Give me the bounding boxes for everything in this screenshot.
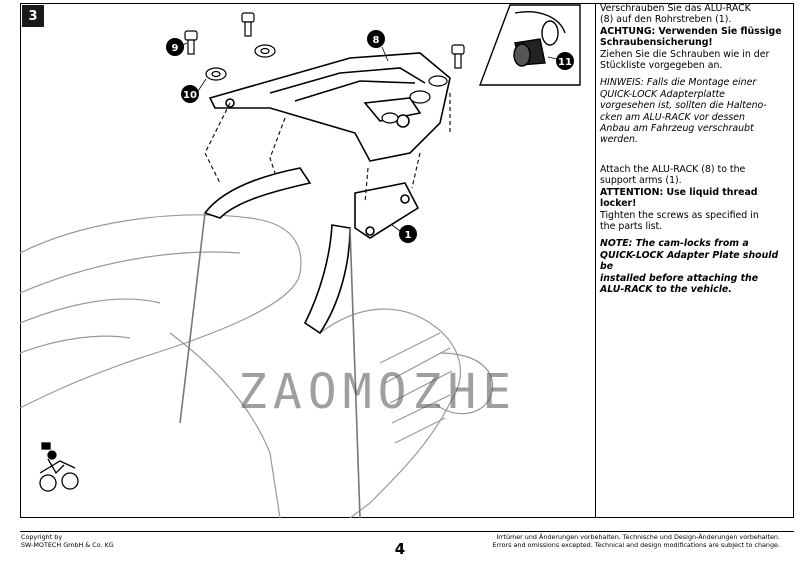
- rider-icon: [39, 442, 79, 492]
- de-hint-5: Anbau am Fahrzeug verschraubt: [600, 123, 754, 135]
- de-hint-6: werden.: [600, 134, 638, 146]
- en-line-2: support arms (1).: [600, 175, 682, 187]
- de-line-3: Ziehen Sie die Schrauben wie in der: [600, 48, 770, 60]
- de-line-2: (8) auf den Rohrstreben (1).: [600, 14, 732, 26]
- de-line-1: Verschrauben Sie das ALU-RACK: [600, 3, 751, 14]
- de-line-4: Stückliste vorgegeben an.: [600, 60, 723, 72]
- support-arm-right: [303, 224, 351, 335]
- en-note-2: QUICK-LOCK Adapter Plate should be: [600, 249, 779, 273]
- side-panel-outline: [169, 332, 281, 518]
- disclaimer-line-1: Irrtümer und Änderungen vorbehalten. Tec…: [496, 533, 780, 541]
- en-note-4: ALU-RACK to the vehicle.: [600, 283, 732, 295]
- page-number-background: [383, 539, 417, 557]
- footer-rule: [20, 531, 794, 532]
- support-arm-left: [203, 167, 312, 219]
- de-hint-3: vorgesehen ist, sollten die Halteno-: [600, 100, 767, 112]
- callout-10: 10: [183, 90, 197, 101]
- copyright-line-2: SW-MOTECH GmbH & Co. KG: [21, 541, 114, 549]
- step-number-badge: 3: [22, 5, 44, 27]
- en-note-1: NOTE: The cam-locks from a: [600, 238, 749, 250]
- de-attention-2: Schraubensicherung!: [600, 37, 713, 49]
- en-line-4: the parts list.: [600, 220, 663, 232]
- callout-1: 1: [405, 230, 412, 241]
- alu-rack: [208, 52, 451, 162]
- de-hint-1: HINWEIS: Falls die Montage einer: [600, 77, 757, 89]
- hatch-lines: [379, 332, 453, 444]
- tail-outline: [319, 308, 461, 518]
- callout-8: 8: [373, 35, 380, 46]
- en-note-3: installed before attaching the: [600, 272, 759, 284]
- seat-lower-outline: [20, 251, 241, 294]
- de-hint-2: QUICK-LOCK Adapterplatte: [600, 88, 725, 100]
- column-divider: [595, 3, 596, 518]
- de-attention-1: ACHTUNG: Verwenden Sie flüssige: [600, 25, 782, 37]
- callout-9: 9: [172, 43, 179, 54]
- instruction-text: Verschrauben Sie das ALU-RACK (8) auf de…: [600, 3, 790, 295]
- callout-11: 11: [558, 57, 572, 68]
- copyright-line-1: Copyright by: [21, 533, 63, 541]
- disclaimer: Irrtümer und Änderungen vorbehalten. Tec…: [493, 533, 780, 549]
- page-number: 4: [394, 540, 406, 558]
- en-attention-2: locker!: [600, 198, 637, 210]
- copyright: Copyright by SW-MOTECH GmbH & Co. KG: [21, 533, 114, 549]
- en-attention-1: ATTENTION: Use liquid thread: [600, 186, 758, 198]
- de-hint-4: cken am ALU-RACK vor dessen: [600, 111, 745, 123]
- en-line-3: Tighten the screws as specified in: [600, 209, 759, 221]
- en-line-1: Attach the ALU-RACK (8) to the: [600, 163, 746, 175]
- assembly-illustration: 9 10 8 1 11: [20, 4, 581, 518]
- tail-light-outline: [434, 352, 494, 415]
- step-frame: [20, 3, 794, 518]
- disclaimer-line-2: Errors and omissions excepted. Technical…: [492, 541, 780, 549]
- watermark: ZAOMOZHE: [238, 364, 518, 420]
- seat-outline: [20, 214, 302, 409]
